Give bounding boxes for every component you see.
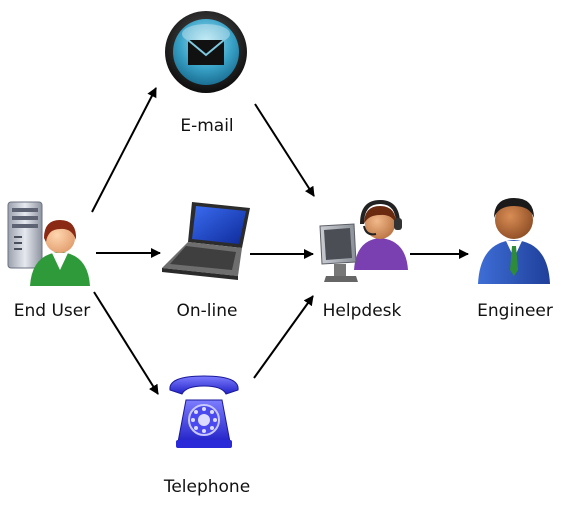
arrow-email-to-helpdesk (254, 103, 315, 197)
helpdesk-agent-icon (319, 199, 408, 282)
online-node (158, 198, 254, 282)
end-user-label: End User (13, 301, 91, 321)
email-label: E-mail (180, 116, 234, 136)
engineer-node (474, 190, 554, 286)
arrow-enduser-to-telephone (93, 291, 159, 395)
helpdesk-node (314, 194, 410, 288)
helpdesk-label: Helpdesk (322, 301, 402, 321)
arrow-telephone-to-helpdesk (253, 295, 314, 379)
engineer-label: Engineer (477, 301, 553, 321)
email-node (164, 10, 248, 94)
online-label: On-line (176, 301, 238, 321)
telephone-label: Telephone (163, 477, 251, 497)
engineer-icon (478, 198, 550, 284)
envelope-button-icon (165, 11, 247, 93)
user-with-server-icon (7, 201, 90, 286)
end-user-node (2, 196, 94, 288)
telephone-icon (169, 375, 239, 448)
arrow-enduser-to-email (91, 87, 157, 213)
laptop-icon (162, 202, 250, 280)
telephone-node (164, 372, 244, 452)
